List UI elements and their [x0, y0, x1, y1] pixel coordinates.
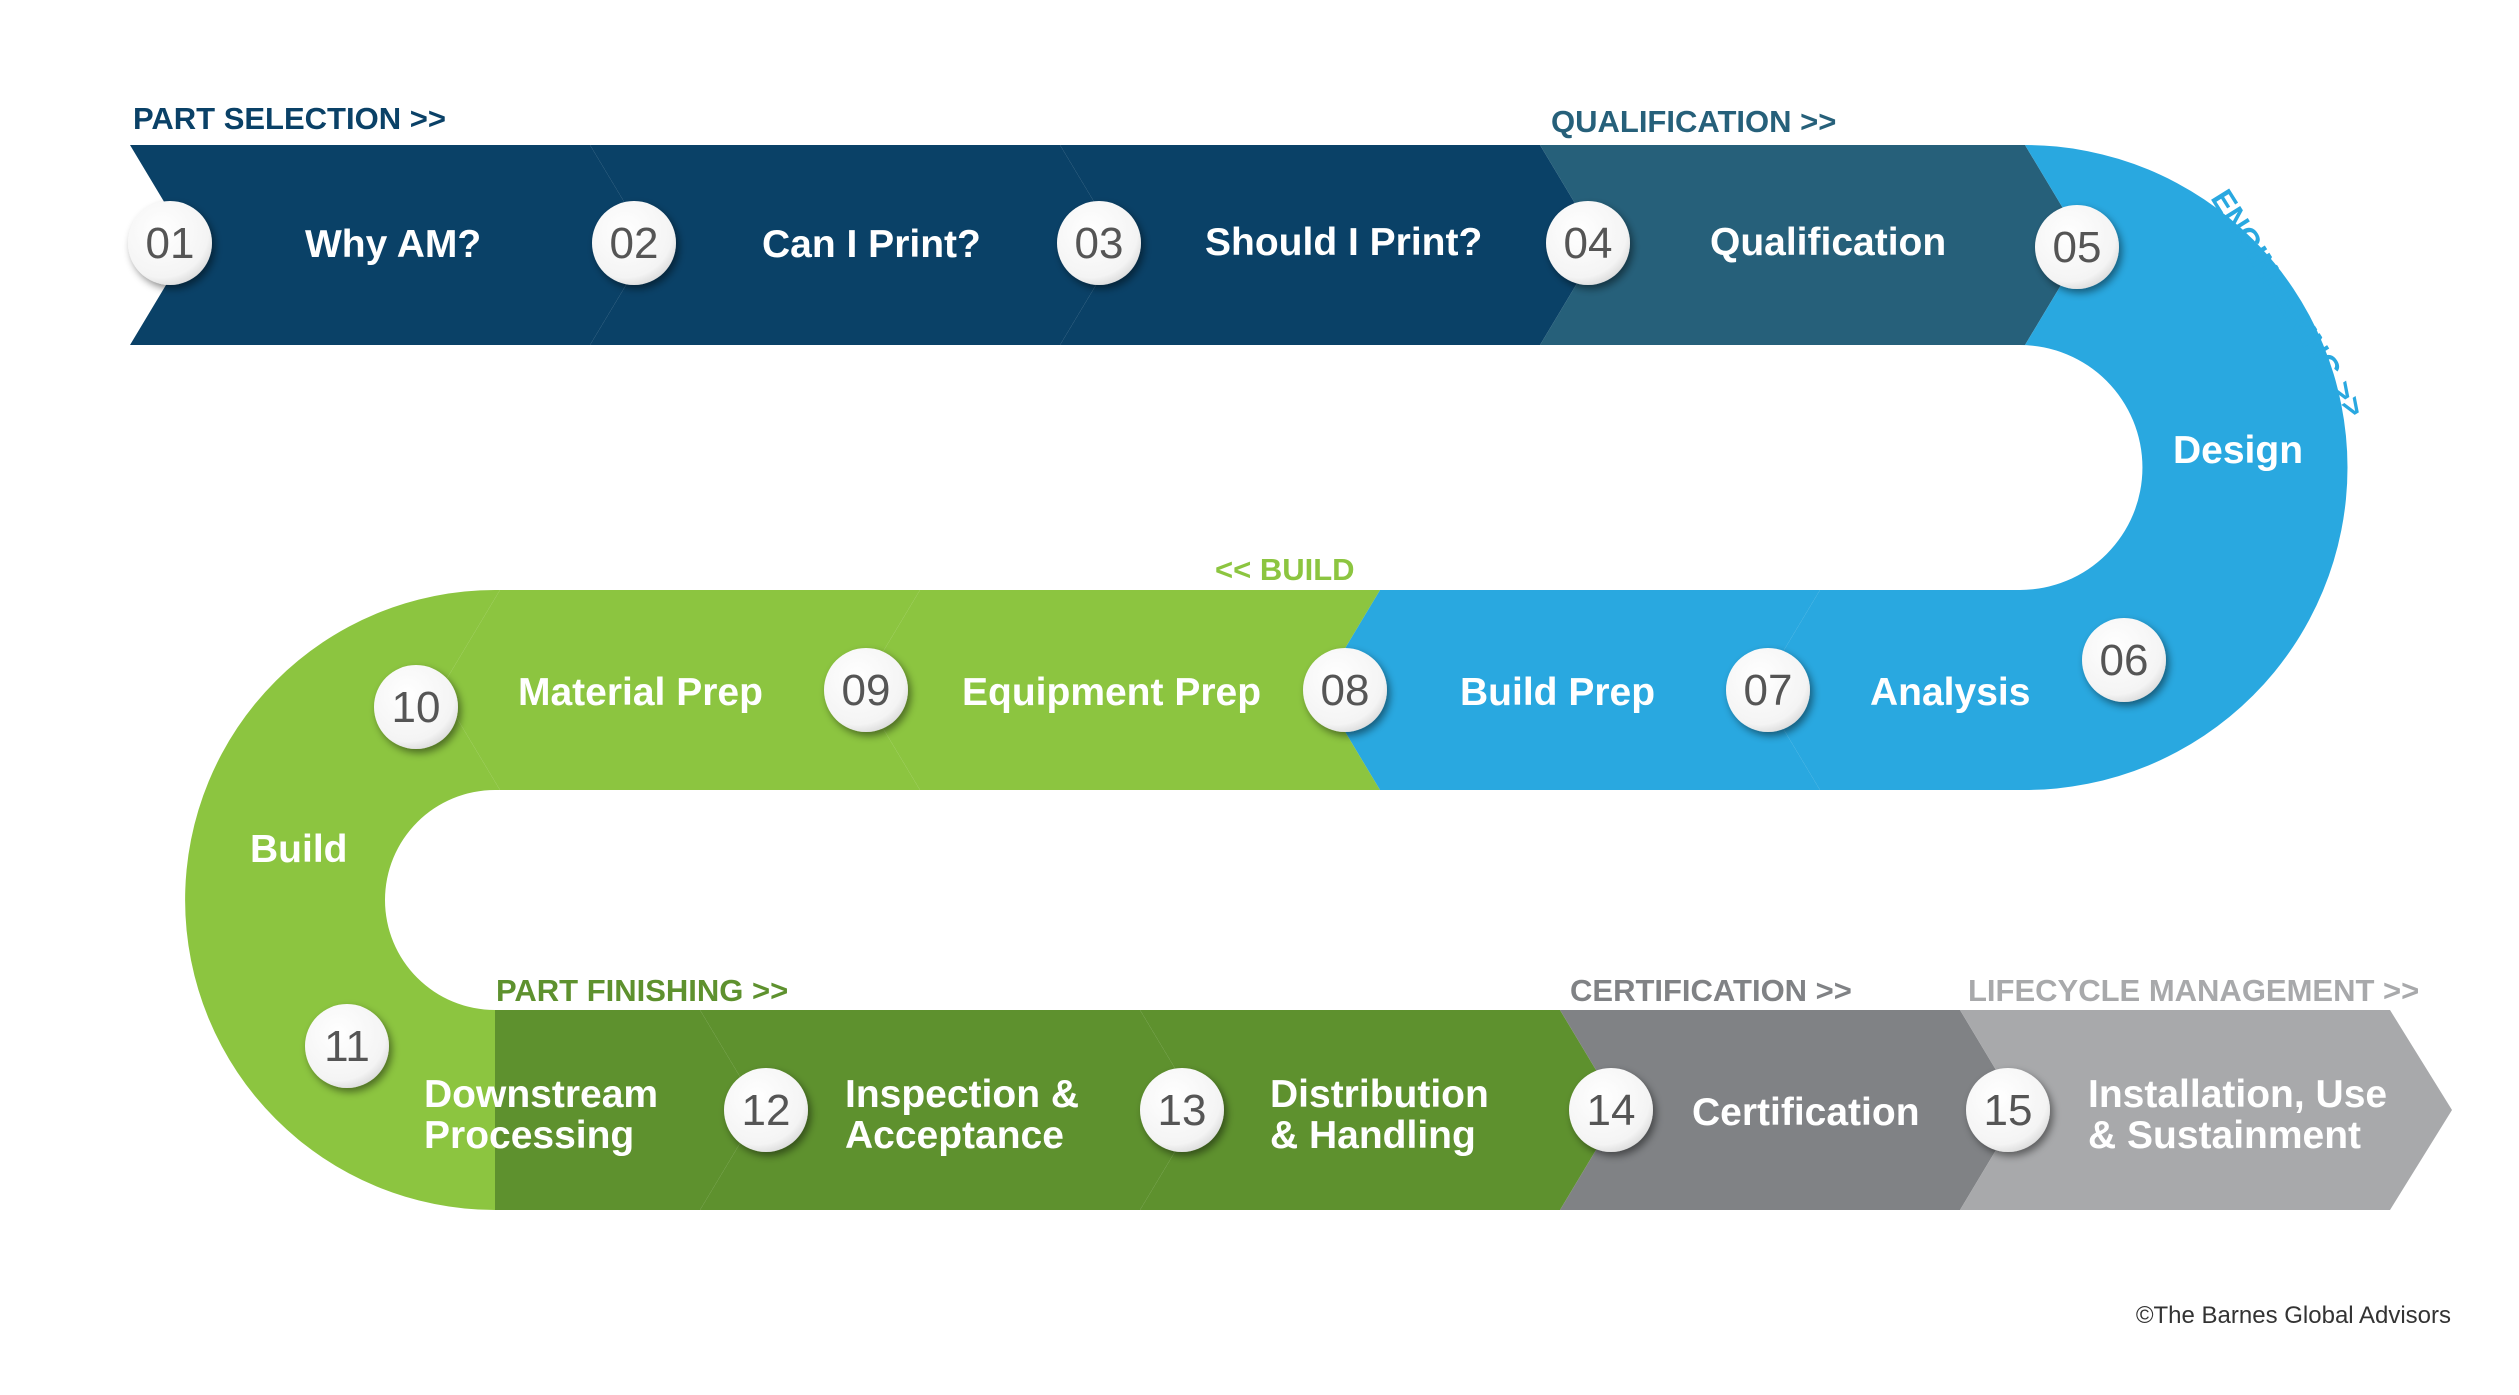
step-13-segment: [1140, 1010, 1620, 1210]
step-04-segment: [1540, 145, 2085, 345]
step-12-segment: [700, 1010, 1200, 1210]
phase-label-certification: CERTIFICATION >>: [1570, 973, 1852, 1008]
step-03-segment: [1060, 145, 1600, 345]
step-12-badge: [724, 1068, 808, 1152]
phase-label-part-selection: PART SELECTION >>: [133, 101, 446, 136]
step-09-segment: [440, 590, 920, 790]
step-03-number: 03: [1075, 219, 1124, 268]
step-11-number: 11: [324, 1022, 370, 1071]
step-02-number: 02: [610, 219, 659, 268]
step-12-label-line2: Acceptance: [845, 1114, 1064, 1157]
step-13-label-line2: & Handling: [1270, 1114, 1476, 1157]
step-02-label: Can I Print?: [762, 223, 981, 266]
step-05-label: Design: [2173, 429, 2303, 472]
step-14-badge: [1569, 1068, 1653, 1152]
phase-label-lifecycle: LIFECYCLE MANAGEMENT >>: [1968, 973, 2419, 1008]
step-11-segment: [495, 1010, 760, 1210]
step-04-label: Qualification: [1710, 221, 1946, 264]
step-08-badge: [1303, 648, 1387, 732]
step-02-segment: [590, 145, 1120, 345]
step-15-badge: [1966, 1068, 2050, 1152]
step-15-segment: [1960, 1010, 2452, 1210]
row-bottom: [495, 1010, 2452, 1210]
step-03-label: Should I Print?: [1205, 221, 1482, 264]
step-01-number: 01: [146, 219, 195, 268]
step-13-label-line1: Distribution: [1270, 1073, 1489, 1116]
step-09-label: Material Prep: [518, 671, 763, 714]
step-06-label: Analysis: [1870, 671, 2030, 714]
step-09-number: 09: [842, 666, 891, 715]
step-07-number: 07: [1744, 666, 1793, 715]
step-08-number: 08: [1321, 666, 1370, 715]
step-numbers: 01 02 03 04 05 06 07 08 09 10 11 12 13 1…: [146, 219, 2149, 1135]
step-07-badge: [1726, 648, 1810, 732]
step-12-label-line1: Inspection &: [845, 1073, 1079, 1116]
step-10-number: 10: [392, 683, 441, 732]
step-15-number: 15: [1984, 1086, 2033, 1135]
step-01-badge: [128, 201, 212, 285]
step-12-number: 12: [742, 1086, 791, 1135]
step-11-label-line2: Processing: [424, 1114, 634, 1157]
step-07-segment: [1320, 590, 1820, 790]
step-11-label-line1: Downstream: [424, 1073, 658, 1116]
copyright-notice: ©The Barnes Global Advisors: [2136, 1302, 2451, 1329]
step-10-label: Build: [250, 828, 347, 871]
step-06-segment: [1760, 590, 2025, 790]
step-01-segment: [130, 145, 650, 345]
step-08-segment: [860, 590, 1380, 790]
step-14-number: 14: [1587, 1086, 1636, 1135]
step-09-badge: [824, 648, 908, 732]
step-11-badge: [305, 1004, 389, 1088]
step-10-badge: [374, 665, 458, 749]
step-15-label-line1: Installation, Use: [2088, 1073, 2387, 1116]
step-01-label: Why AM?: [305, 223, 481, 266]
phase-label-build: << BUILD: [1215, 552, 1355, 587]
step-04-badge: [1546, 201, 1630, 285]
step-14-label: Certification: [1692, 1091, 1920, 1134]
step-badges: [128, 201, 2166, 1152]
step-02-badge: [592, 201, 676, 285]
phase-label-part-finishing: PART FINISHING >>: [496, 973, 788, 1008]
step-05-number: 05: [2053, 223, 2102, 272]
step-13-badge: [1140, 1068, 1224, 1152]
row-middle: [185, 590, 2025, 1210]
step-06-badge: [2082, 618, 2166, 702]
step-07-label: Build Prep: [1460, 671, 1655, 714]
step-08-label: Equipment Prep: [962, 671, 1261, 714]
step-15-label-line2: & Sustainment: [2088, 1114, 2361, 1157]
step-04-number: 04: [1564, 219, 1613, 268]
step-03-badge: [1057, 201, 1141, 285]
step-05-badge: [2035, 205, 2119, 289]
step-06-number: 06: [2100, 636, 2149, 685]
phase-label-qualification: QUALIFICATION >>: [1551, 104, 1836, 139]
step-14-segment: [1560, 1010, 2020, 1210]
step-13-number: 13: [1158, 1086, 1207, 1135]
